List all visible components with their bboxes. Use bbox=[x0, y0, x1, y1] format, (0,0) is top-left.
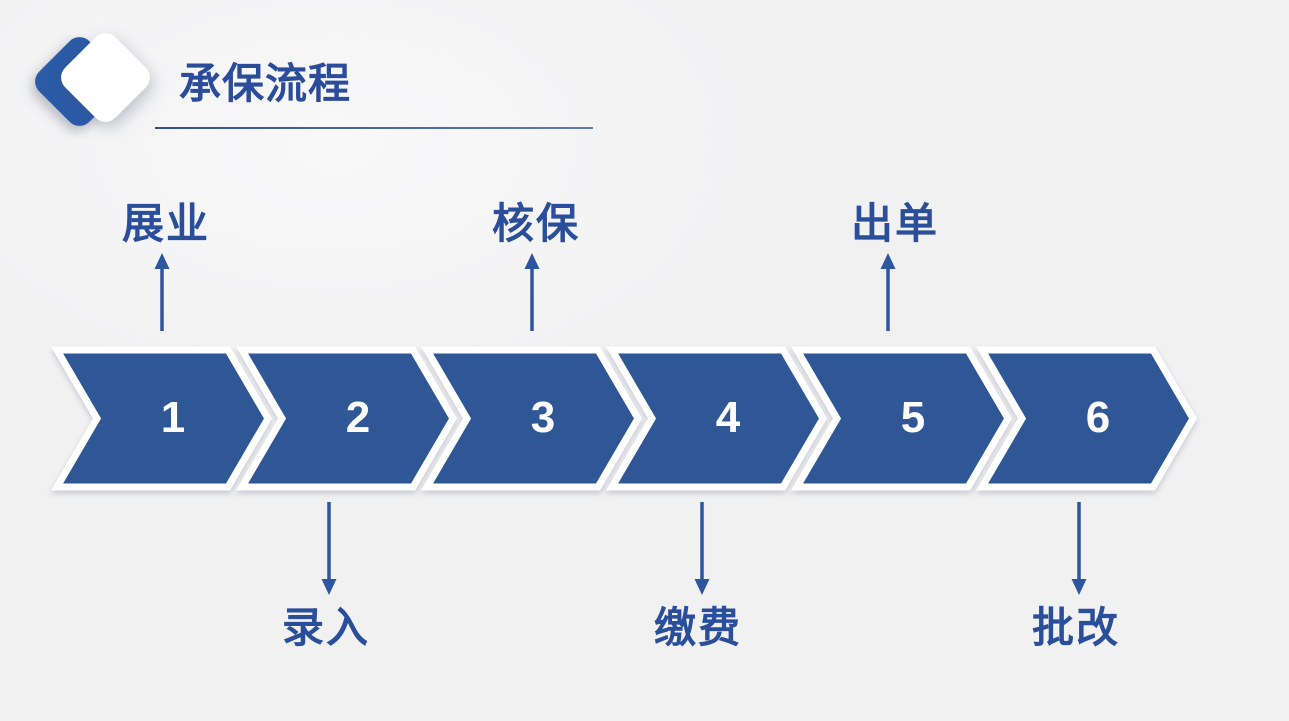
up-arrow-head-step-5 bbox=[880, 253, 896, 269]
step-label-6: 批改 bbox=[1031, 604, 1121, 651]
step-number-3: 3 bbox=[531, 393, 555, 442]
step-number-6: 6 bbox=[1086, 393, 1110, 442]
chevron-step-3 bbox=[420, 346, 643, 491]
step-number-4: 4 bbox=[716, 393, 741, 442]
down-arrows bbox=[321, 502, 1087, 595]
down-arrow-head-step-4 bbox=[694, 579, 710, 595]
step-label-1: 展业 bbox=[121, 200, 211, 247]
step-number-5: 5 bbox=[901, 393, 925, 442]
step-number-1: 1 bbox=[161, 393, 185, 442]
page-title: 承保流程 bbox=[179, 60, 352, 107]
up-arrows bbox=[154, 253, 896, 331]
chevron-step-2 bbox=[235, 346, 458, 491]
down-arrow-head-step-6 bbox=[1071, 579, 1087, 595]
chevron-step-1 bbox=[50, 346, 273, 491]
up-arrow-head-step-3 bbox=[524, 253, 540, 269]
step-numbers: 1 2 3 4 5 6 bbox=[161, 393, 1110, 442]
step-label-2: 录入 bbox=[281, 604, 371, 651]
down-arrow-head-step-2 bbox=[321, 579, 337, 595]
step-label-3: 核保 bbox=[491, 200, 581, 247]
step-number-2: 2 bbox=[346, 393, 370, 442]
chevron-band bbox=[50, 346, 1198, 491]
title-underline bbox=[155, 127, 593, 129]
step-label-5: 出单 bbox=[850, 200, 940, 247]
chevron-step-4 bbox=[605, 346, 828, 491]
up-arrow-head-step-1 bbox=[154, 253, 170, 269]
step-label-4: 缴费 bbox=[653, 604, 743, 651]
chevron-step-5 bbox=[790, 346, 1013, 491]
chevron-step-6 bbox=[975, 346, 1198, 491]
